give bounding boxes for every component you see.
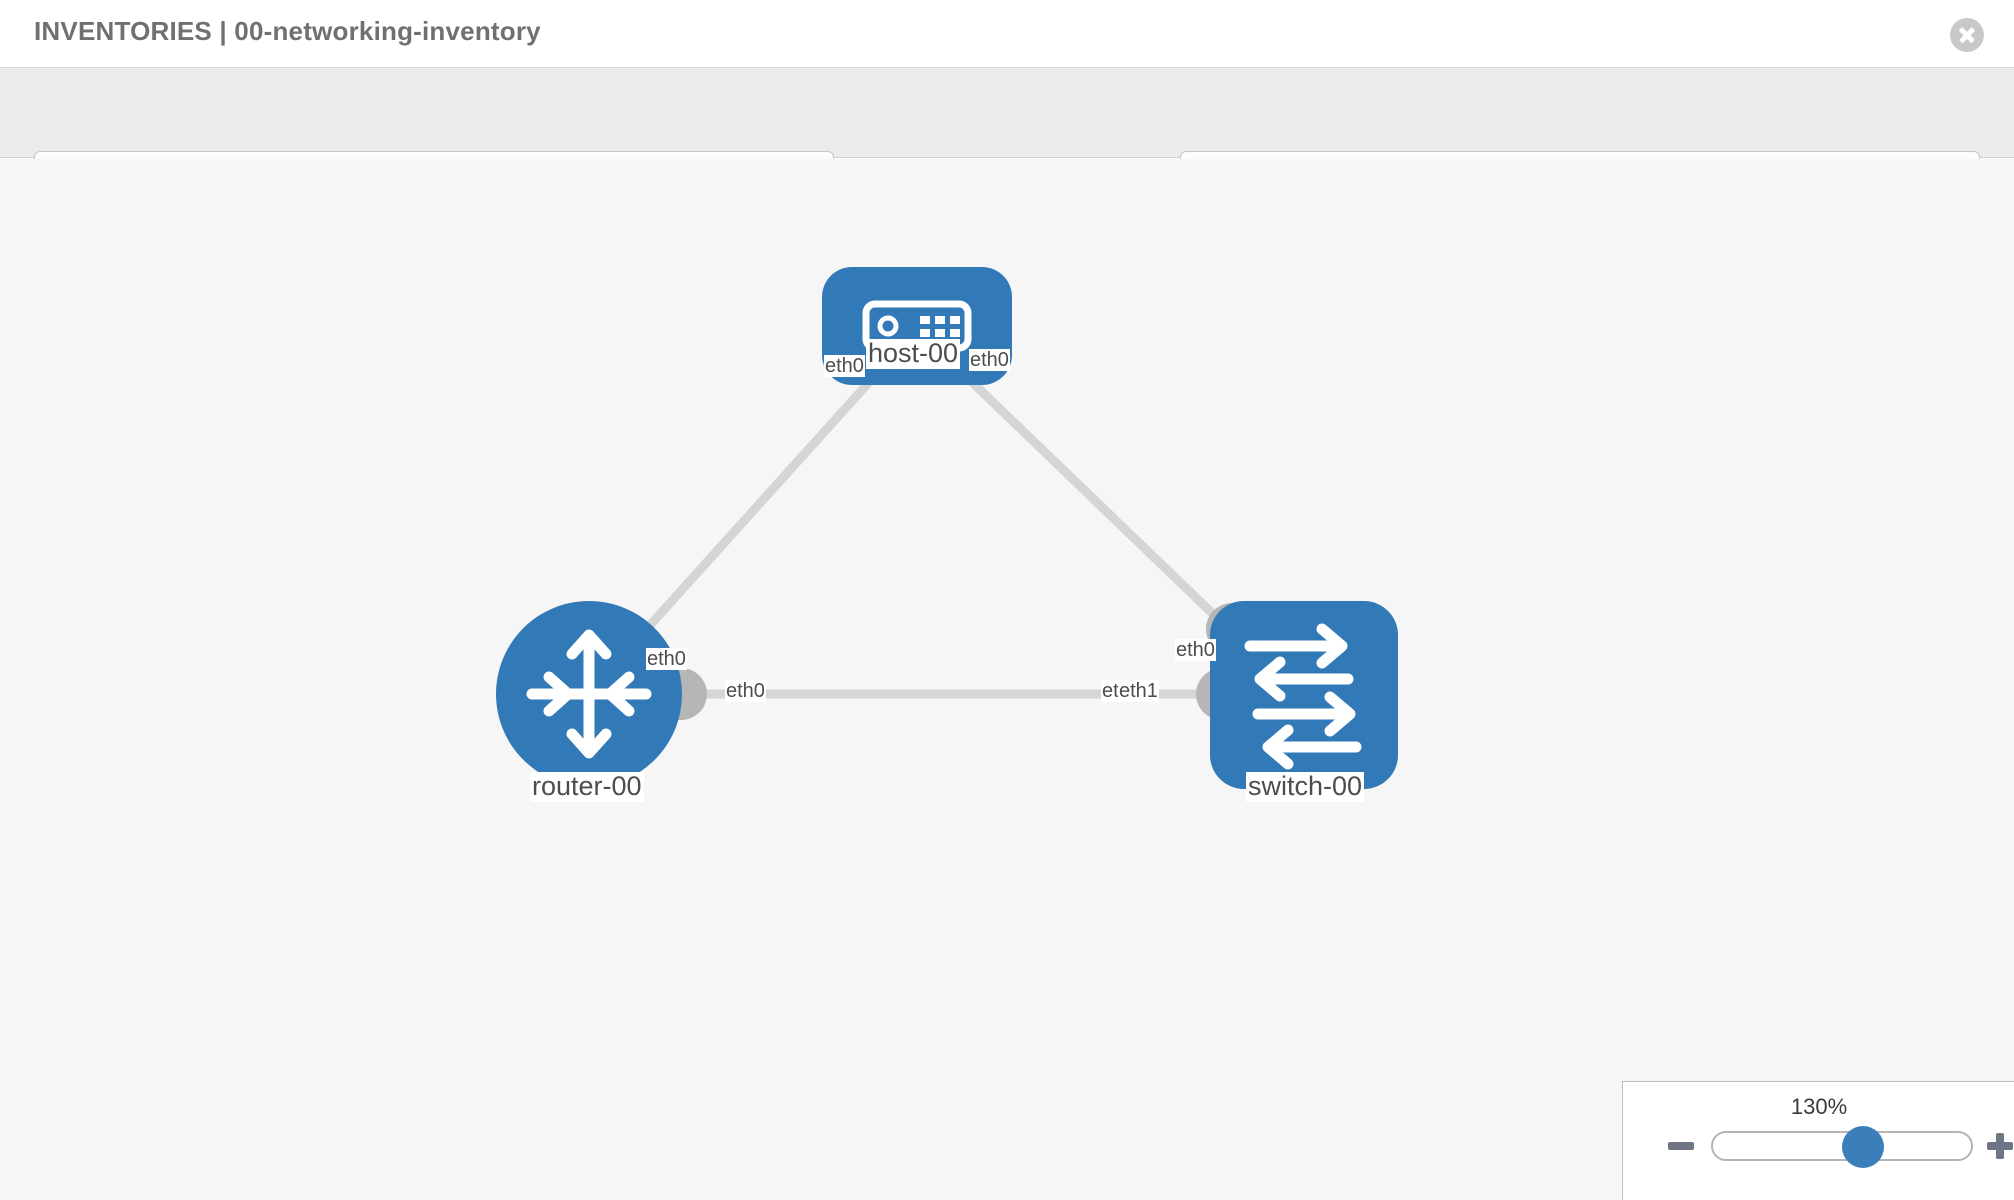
- iface-label-host-right: eth0: [969, 349, 1010, 371]
- minus-icon[interactable]: [1668, 1142, 1694, 1150]
- node-router-00[interactable]: [496, 601, 682, 787]
- router-arrows-icon: [526, 629, 652, 759]
- iface-label-router-right: eth0: [725, 680, 766, 702]
- iface-label-switch-up: eth0: [1175, 639, 1216, 661]
- page-title: INVENTORIES | 00-networking-inventory: [34, 16, 541, 46]
- plus-icon[interactable]: [1987, 1133, 2013, 1159]
- node-label-host-00: host-00: [866, 338, 961, 369]
- iface-label-host-left: eth0: [824, 355, 865, 377]
- switch-arrows-icon: [1244, 623, 1362, 770]
- page-header: INVENTORIES | 00-networking-inventory: [0, 0, 2014, 68]
- zoom-slider[interactable]: [1711, 1126, 1973, 1168]
- node-label-router-00: router-00: [530, 771, 644, 802]
- close-icon[interactable]: [1950, 18, 1984, 52]
- toolbar: ACTIONS SEARCH: [0, 68, 2014, 205]
- topology-canvas[interactable]: host-00 router-00 switch-00 eth0 eth0 et…: [0, 159, 2014, 1200]
- zoom-slider-thumb[interactable]: [1842, 1126, 1884, 1168]
- zoom-control-panel: 130%: [1622, 1081, 2014, 1200]
- iface-label-router-up: eth0: [646, 648, 687, 670]
- topology-endpoints: [592, 329, 1258, 720]
- node-switch-00[interactable]: [1210, 601, 1398, 789]
- topology-graph[interactable]: [0, 159, 2014, 1200]
- node-label-switch-00: switch-00: [1246, 771, 1365, 802]
- edge-host-router: [610, 354, 895, 669]
- topology-edges: [610, 354, 1270, 699]
- plus-icon-stroke-v: [1996, 1133, 2004, 1159]
- iface-label-switch-left: eth1: [1118, 680, 1159, 702]
- zoom-level-value: 130%: [1790, 1094, 1848, 1119]
